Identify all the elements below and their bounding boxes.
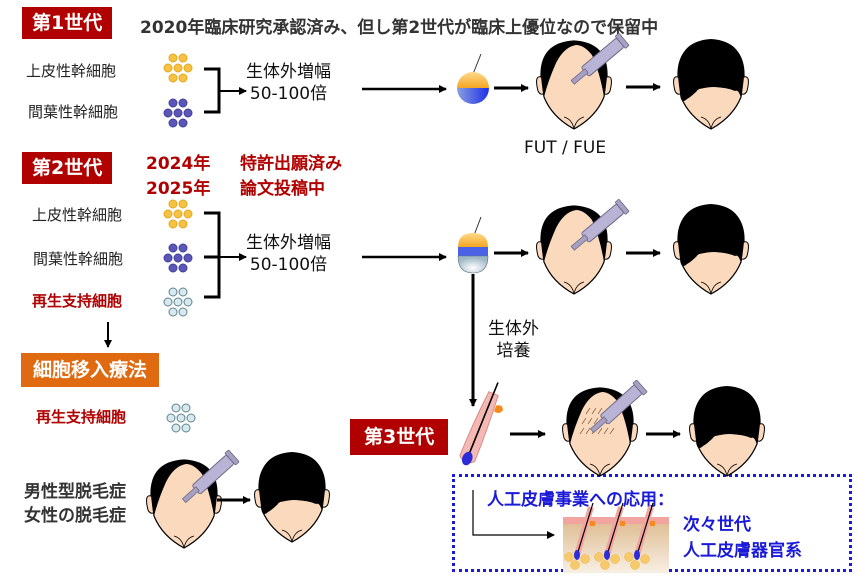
cell-dot	[173, 253, 183, 263]
cell-therapy-indications: 男性型脱毛症 女性の脱毛症	[24, 480, 126, 528]
gen2-process: 生体外増幅 50-100倍	[246, 232, 331, 276]
cell-dot	[163, 253, 173, 263]
syringe-icon	[567, 198, 630, 255]
cell-dot	[163, 108, 173, 118]
cell-dot	[178, 118, 188, 128]
gen1-process-line2: 50-100倍	[249, 84, 328, 104]
gen2-culture: 生体外 培養	[488, 318, 539, 362]
cell-dot	[173, 297, 183, 307]
cell-dot	[173, 108, 183, 118]
gen2-year-1: 2024年	[146, 154, 211, 174]
gen3-badge: 第3世代	[350, 419, 449, 455]
pale-cell-cluster-icon	[166, 403, 196, 433]
cell-dot	[181, 403, 191, 413]
gen1-process: 生体外増幅 50-100倍	[246, 61, 331, 105]
gen1-method-label: FUT / FUE	[524, 138, 607, 158]
cell-dot	[178, 98, 188, 108]
full-hair-head-icon	[688, 385, 766, 477]
cell-therapy-cell: 再生支持細胞	[36, 408, 127, 426]
gen2-status-2: 論文投稿中	[240, 179, 325, 199]
cell-dot	[183, 253, 193, 263]
cell-dot	[168, 53, 178, 63]
cell-dot	[168, 73, 178, 83]
cell-dot	[166, 413, 176, 423]
gen2-cell-epithelial: 上皮性幹細胞	[32, 206, 123, 224]
yellow-cell-cluster-icon	[163, 53, 193, 83]
cell-dot	[163, 209, 173, 219]
gen1-cell-mesenchymal: 間葉性幹細胞	[28, 103, 119, 121]
cell-dot	[178, 199, 188, 209]
gen2-process-line2: 50-100倍	[249, 255, 328, 275]
cell-dot	[178, 287, 188, 297]
full-hair-head-icon	[672, 38, 750, 130]
gen2-culture-line2: 培養	[496, 341, 531, 361]
balding-head-icon	[561, 387, 639, 477]
gen1-badge: 第1世代	[22, 7, 113, 39]
cell-dot	[163, 63, 173, 73]
cell-dot	[168, 263, 178, 273]
gen2-cell-mesenchymal: 間葉性幹細胞	[33, 250, 124, 268]
cell-dot	[168, 219, 178, 229]
cell-dot	[183, 63, 193, 73]
gen2-culture-line1: 生体外	[488, 319, 539, 339]
syringe-icon	[567, 32, 630, 89]
cell-dot	[173, 63, 183, 73]
artificial-skin-desc: 次々世代 人工皮膚器官系	[683, 512, 802, 564]
gen2-merge-bracket	[204, 211, 247, 299]
cell-dot	[181, 423, 191, 433]
hair-follicle-organoid-icon	[457, 53, 489, 104]
cell-dot	[176, 413, 186, 423]
cell-dot	[186, 413, 196, 423]
indication-male: 男性型脱毛症	[24, 482, 126, 502]
cell-dot	[171, 403, 181, 413]
indication-female: 女性の脱毛症	[24, 506, 126, 526]
cell-dot	[173, 209, 183, 219]
pale-cell-cluster-icon	[163, 287, 193, 317]
cell-dot	[178, 243, 188, 253]
cell-dot	[183, 297, 193, 307]
full-hair-head-icon	[672, 203, 750, 295]
cell-therapy-badge: 細胞移入療法	[21, 353, 160, 387]
cell-dot	[163, 297, 173, 307]
hair-follicle-organoid-icon	[457, 216, 489, 274]
cell-dot	[168, 243, 178, 253]
artificial-skin-desc-2: 人工皮膚器官系	[683, 541, 802, 561]
gen1-cell-epithelial: 上皮性幹細胞	[26, 62, 117, 80]
balding-head-icon	[145, 459, 223, 549]
cell-dot	[183, 209, 193, 219]
gen2-status-1: 特許出願済み	[240, 154, 342, 174]
gen2-year-2: 2025年	[146, 179, 211, 199]
cell-dot	[178, 263, 188, 273]
gen1-process-line1: 生体外増幅	[246, 62, 331, 82]
gen1-merge-bracket	[204, 67, 247, 114]
purple-cell-cluster-icon	[163, 243, 193, 273]
gen2-process-line1: 生体外増幅	[246, 233, 331, 253]
cell-dot	[168, 287, 178, 297]
cell-dot	[178, 53, 188, 63]
gen2-cell-support: 再生支持細胞	[32, 292, 123, 310]
gen2-badge: 第2世代	[22, 152, 113, 184]
balding-head-icon	[535, 40, 613, 130]
cell-dot	[168, 199, 178, 209]
syringe-icon	[178, 449, 240, 508]
cell-dot	[178, 307, 188, 317]
cell-dot	[178, 73, 188, 83]
balding-head-icon	[535, 205, 613, 295]
cell-dot	[183, 108, 193, 118]
hair-follicle-icon	[459, 382, 503, 466]
full-hair-head-icon	[253, 451, 331, 543]
cell-dot	[171, 423, 181, 433]
yellow-cell-cluster-icon	[163, 199, 193, 229]
gen1-note: 2020年臨床研究承認済み、但し第2世代が臨床上優位なので保留中	[140, 18, 659, 38]
syringe-icon	[586, 379, 648, 438]
cell-dot	[168, 118, 178, 128]
purple-cell-cluster-icon	[163, 98, 193, 128]
cell-dot	[168, 98, 178, 108]
artificial-skin-title: 人工皮膚事業への応用：	[487, 490, 674, 510]
artificial-skin-desc-1: 次々世代	[683, 515, 751, 535]
cell-dot	[178, 219, 188, 229]
cell-dot	[168, 307, 178, 317]
